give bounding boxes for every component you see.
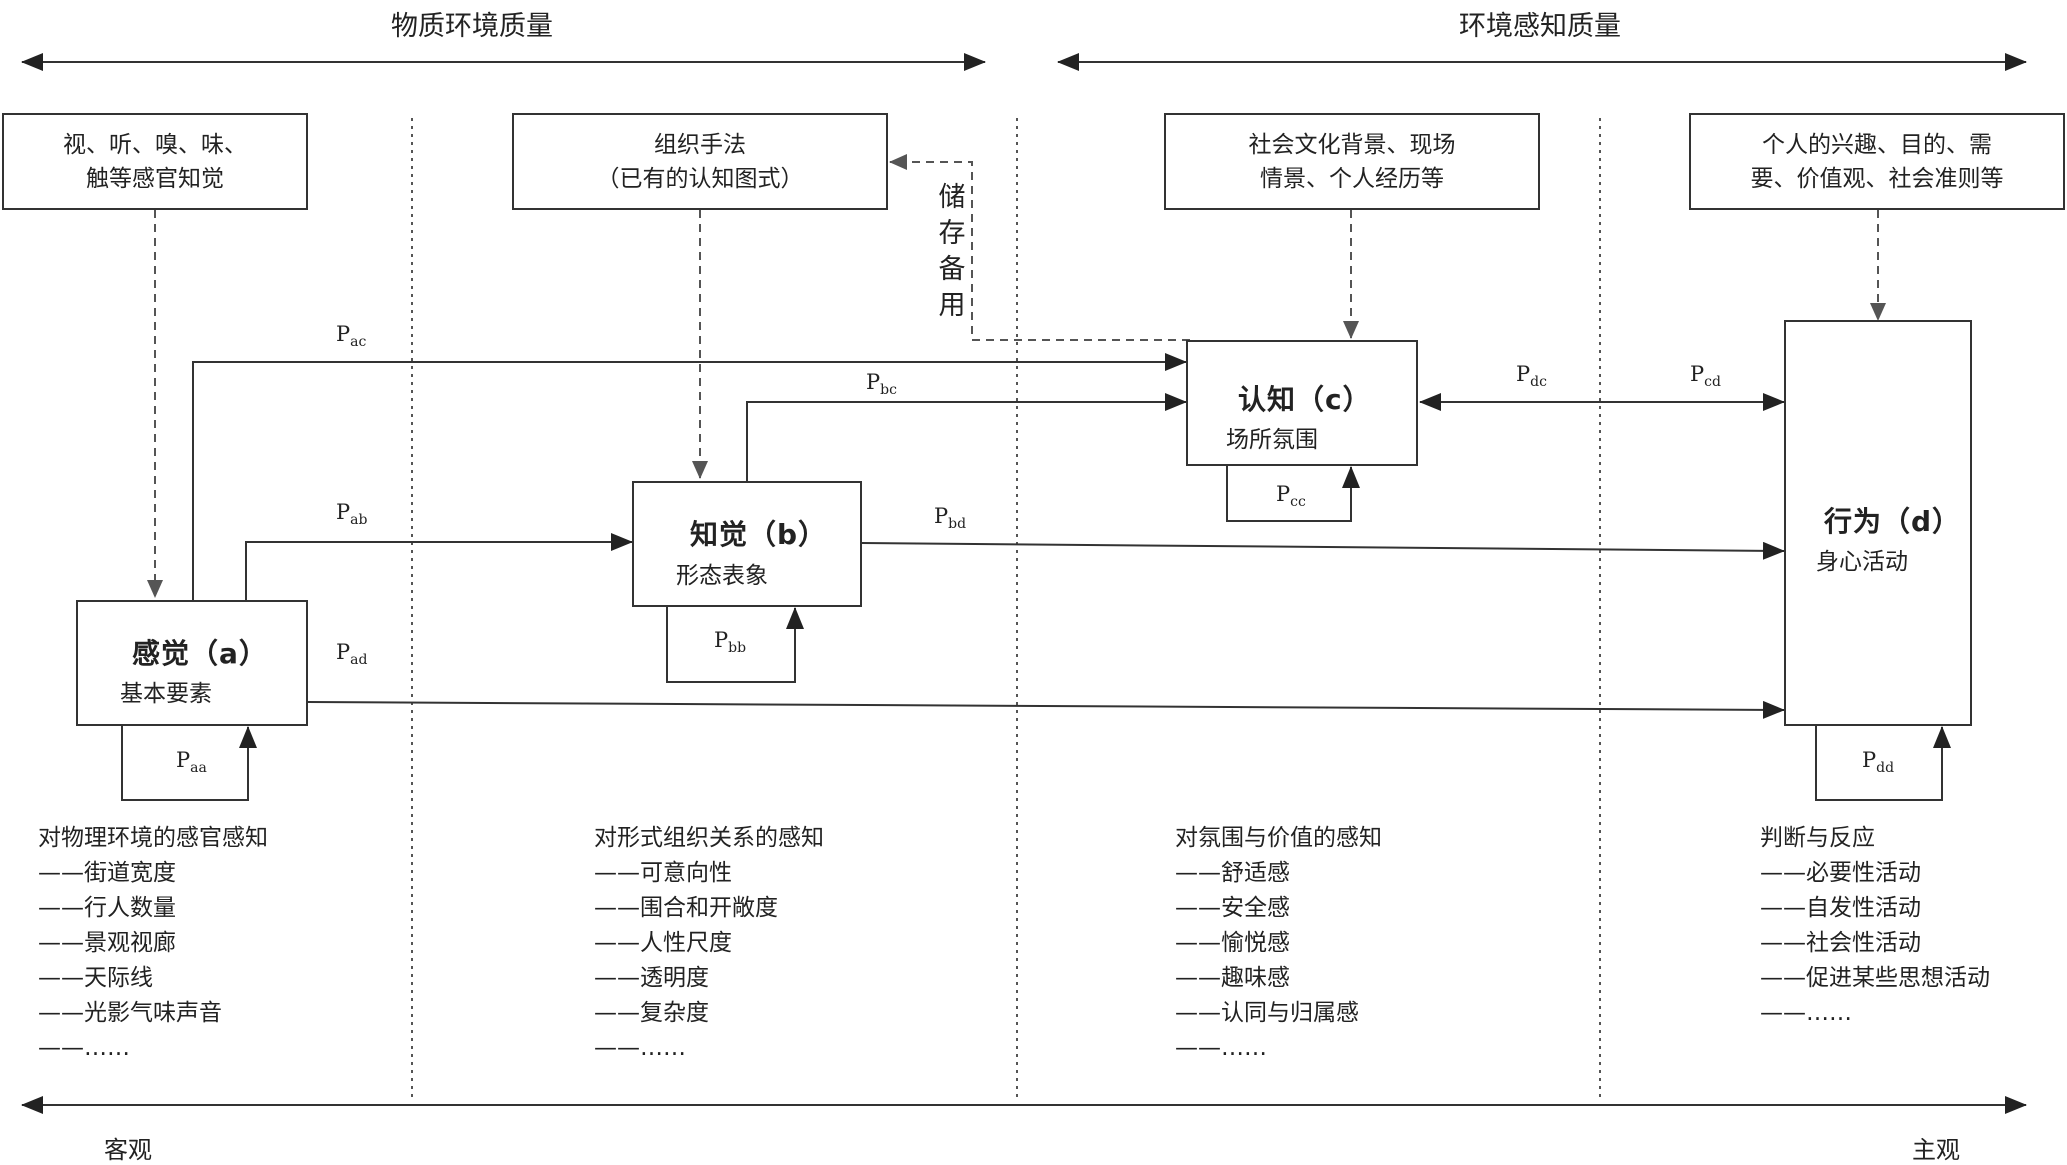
list-item: ——…… bbox=[1175, 1035, 1267, 1061]
list-item: ——安全感 bbox=[1175, 895, 1290, 921]
list-item: ——…… bbox=[38, 1035, 130, 1061]
label-p-ad: Pad bbox=[336, 640, 368, 668]
organization-line-2: （已有的认知图式） bbox=[596, 165, 804, 192]
label-p-cd: Pcd bbox=[1690, 362, 1721, 390]
node-a-title: 感觉（a） bbox=[132, 637, 268, 670]
store-label: 储 存 备 用 bbox=[934, 180, 970, 324]
path-ac bbox=[192, 353, 1187, 600]
loop-dd bbox=[1815, 726, 1951, 801]
node-c-subtitle: 场所氛围 bbox=[1226, 427, 1318, 453]
material-quality-title: 物质环境质量 bbox=[391, 11, 553, 42]
list-item: ——认同与归属感 bbox=[1175, 1000, 1359, 1026]
store-char-1: 储 bbox=[938, 182, 966, 213]
store-char-3: 备 bbox=[938, 254, 966, 285]
perception-quality-title: 环境感知质量 bbox=[1459, 11, 1621, 42]
node-c-title: 认知（c） bbox=[1238, 383, 1372, 416]
list-item: ——自发性活动 bbox=[1760, 895, 1921, 921]
column-heading: 对物理环境的感官感知 bbox=[38, 825, 268, 851]
node-d-title: 行为（d） bbox=[1824, 505, 1962, 538]
list-item: ——复杂度 bbox=[594, 1000, 709, 1026]
node-d-subtitle: 身心活动 bbox=[1816, 549, 1908, 575]
loop-bb bbox=[666, 607, 804, 683]
objective-label: 客观 bbox=[104, 1136, 152, 1164]
list-item: ——社会性活动 bbox=[1760, 930, 1921, 956]
senses-line-2: 触等感官知觉 bbox=[86, 165, 224, 192]
culture-line-2: 情景、个人经历等 bbox=[1260, 165, 1444, 192]
label-p-ab: Pab bbox=[336, 500, 368, 528]
organization-line-1: 组织手法 bbox=[654, 131, 746, 158]
list-item: ——街道宽度 bbox=[38, 860, 176, 886]
list-item: ——天际线 bbox=[38, 965, 153, 991]
list-item: ——行人数量 bbox=[38, 895, 176, 921]
list-item: ——舒适感 bbox=[1175, 860, 1290, 886]
node-b-title: 知觉（b） bbox=[690, 518, 828, 551]
column-heading: 判断与反应 bbox=[1760, 825, 1875, 851]
list-item: ——可意向性 bbox=[594, 860, 732, 886]
list-item: ——景观视廊 bbox=[38, 930, 176, 956]
label-p-bb: Pbb bbox=[714, 628, 747, 656]
dashed-store-feedback bbox=[889, 154, 1190, 341]
path-ab bbox=[245, 533, 633, 600]
personal-line-2: 要、价值观、社会准则等 bbox=[1750, 165, 2004, 192]
culture-line-1: 社会文化背景、现场 bbox=[1248, 131, 1456, 158]
node-a-sensation: 感觉（a） 基本要素 bbox=[76, 600, 308, 726]
column-atmosphere: 对氛围与价值的感知 ——舒适感 ——安全感 ——愉悦感 ——趣味感 ——认同与归… bbox=[1175, 821, 1382, 1066]
list-item: ——趣味感 bbox=[1175, 965, 1290, 991]
list-item: ——愉悦感 bbox=[1175, 930, 1290, 956]
label-p-dc: Pdc bbox=[1516, 362, 1547, 390]
list-item: ——围合和开敞度 bbox=[594, 895, 778, 921]
label-p-aa: Paa bbox=[176, 748, 207, 776]
store-char-4: 用 bbox=[938, 290, 966, 321]
senses-line-1: 视、听、嗅、味、 bbox=[63, 131, 247, 158]
list-item: ——人性尺度 bbox=[594, 930, 732, 956]
node-b-perception: 知觉（b） 形态表象 bbox=[632, 481, 862, 607]
list-item: ——促进某些思想活动 bbox=[1760, 965, 1990, 991]
list-item: ——…… bbox=[594, 1035, 686, 1061]
node-b-subtitle: 形态表象 bbox=[676, 563, 768, 589]
senses-source-box: 视、听、嗅、味、 触等感官知觉 bbox=[2, 113, 308, 210]
organization-source-box: 组织手法 （已有的认知图式） bbox=[512, 113, 888, 210]
path-bd bbox=[861, 541, 1785, 560]
column-heading: 对氛围与价值的感知 bbox=[1175, 825, 1382, 851]
node-a-subtitle: 基本要素 bbox=[120, 681, 212, 707]
subjective-label: 主观 bbox=[1912, 1136, 1960, 1164]
list-item: ——透明度 bbox=[594, 965, 709, 991]
list-item: ——必要性活动 bbox=[1760, 860, 1921, 886]
node-d-behavior: 行为（d） 身心活动 bbox=[1784, 320, 1972, 726]
personal-source-box: 个人的兴趣、目的、需 要、价值观、社会准则等 bbox=[1689, 113, 2065, 210]
loop-cc bbox=[1226, 466, 1360, 522]
loop-aa bbox=[121, 726, 257, 801]
culture-source-box: 社会文化背景、现场 情景、个人经历等 bbox=[1164, 113, 1540, 210]
column-judgement: 判断与反应 ——必要性活动 ——自发性活动 ——社会性活动 ——促进某些思想活动… bbox=[1760, 821, 1990, 1031]
column-physical: 对物理环境的感官感知 ——街道宽度 ——行人数量 ——景观视廊 ——天际线 ——… bbox=[38, 821, 268, 1066]
label-p-cc: Pcc bbox=[1276, 482, 1306, 510]
column-formal: 对形式组织关系的感知 ——可意向性 ——围合和开敞度 ——人性尺度 ——透明度 … bbox=[594, 821, 824, 1066]
list-item: ——…… bbox=[1760, 1000, 1852, 1026]
node-c-cognition: 认知（c） 场所氛围 bbox=[1186, 340, 1418, 466]
column-heading: 对形式组织关系的感知 bbox=[594, 825, 824, 851]
label-p-dd: Pdd bbox=[1862, 748, 1895, 776]
personal-line-1: 个人的兴趣、目的、需 bbox=[1762, 131, 1992, 158]
label-p-bd: Pbd bbox=[934, 504, 967, 532]
path-bc bbox=[746, 393, 1187, 481]
label-p-bc: Pbc bbox=[866, 370, 897, 398]
path-ad bbox=[307, 700, 1785, 719]
store-char-2: 存 bbox=[938, 218, 966, 249]
list-item: ——光影气味声音 bbox=[38, 1000, 222, 1026]
label-p-ac: Pac bbox=[336, 322, 367, 350]
